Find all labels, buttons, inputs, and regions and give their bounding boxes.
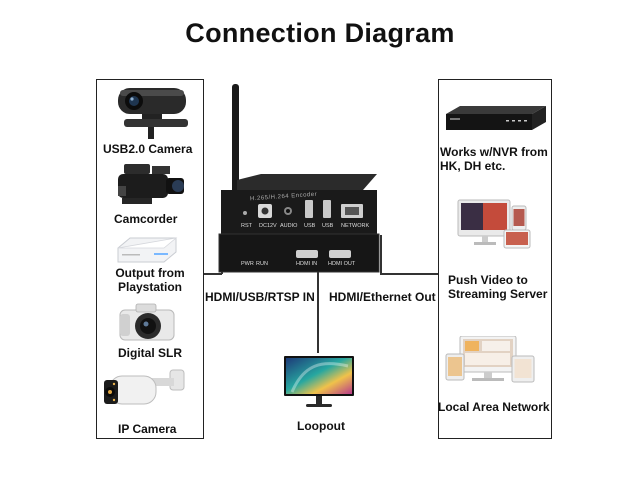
- output-label-nvr: Works w/NVR from HK, DH etc.: [440, 145, 548, 173]
- port-label-audio: AUDIO: [280, 223, 298, 229]
- output-label-streaming: Push Video to Streaming Server: [448, 273, 548, 301]
- input-label-webcam: USB2.0 Camera: [103, 142, 193, 156]
- input-wire-horizontal: [204, 273, 222, 275]
- nvr-recorder-icon: [446, 106, 546, 130]
- connection-label-input: HDMI/USB/RTSP IN: [205, 290, 315, 304]
- output-wire-vertical: [380, 235, 382, 274]
- lan-devices-icon: [445, 336, 535, 383]
- streaming-screens-icon: [457, 199, 531, 249]
- front-label-pwr: PWR: [241, 261, 254, 267]
- output-wire-horizontal: [380, 273, 438, 275]
- encoder-device: [218, 84, 380, 273]
- output-label-lan: Local Area Network: [438, 400, 550, 414]
- loopout-label: Loopout: [297, 419, 345, 433]
- port-label-rst: RST: [241, 223, 252, 229]
- front-label-hdmi-in: HDMI IN: [296, 261, 318, 267]
- port-label-usb-1: USB: [304, 223, 316, 229]
- input-label-dslr: Digital SLR: [118, 346, 183, 360]
- game-console-icon: [117, 237, 178, 263]
- input-label-playstation: Output from Playstation: [115, 266, 185, 294]
- front-label-hdmi-out: HDMI OUT: [328, 261, 356, 267]
- input-label-ip-camera: IP Camera: [118, 422, 177, 436]
- webcam-icon: [118, 88, 188, 139]
- output-targets-panel: [438, 79, 552, 439]
- bullet-ip-camera-icon: [104, 369, 185, 405]
- port-label-usb-2: USB: [322, 223, 334, 229]
- device-top-port-labels: RST DC12V AUDIO USB USB NETWORK: [238, 223, 378, 233]
- port-label-network: NETWORK: [341, 223, 370, 229]
- camcorder-icon: [118, 164, 184, 204]
- page-title: Connection Diagram: [185, 18, 455, 48]
- dslr-camera-icon: [119, 303, 175, 341]
- device-front-port-labels: PWR RUN HDMI IN HDMI OUT: [238, 261, 383, 271]
- loopout-monitor-icon: [284, 356, 354, 407]
- front-label-run: RUN: [256, 261, 268, 267]
- loopout-wire: [317, 271, 319, 353]
- port-label-dc12v: DC12V: [259, 223, 277, 229]
- input-label-camcorder: Camcorder: [114, 212, 178, 226]
- connection-label-output: HDMI/Ethernet Out: [329, 290, 436, 304]
